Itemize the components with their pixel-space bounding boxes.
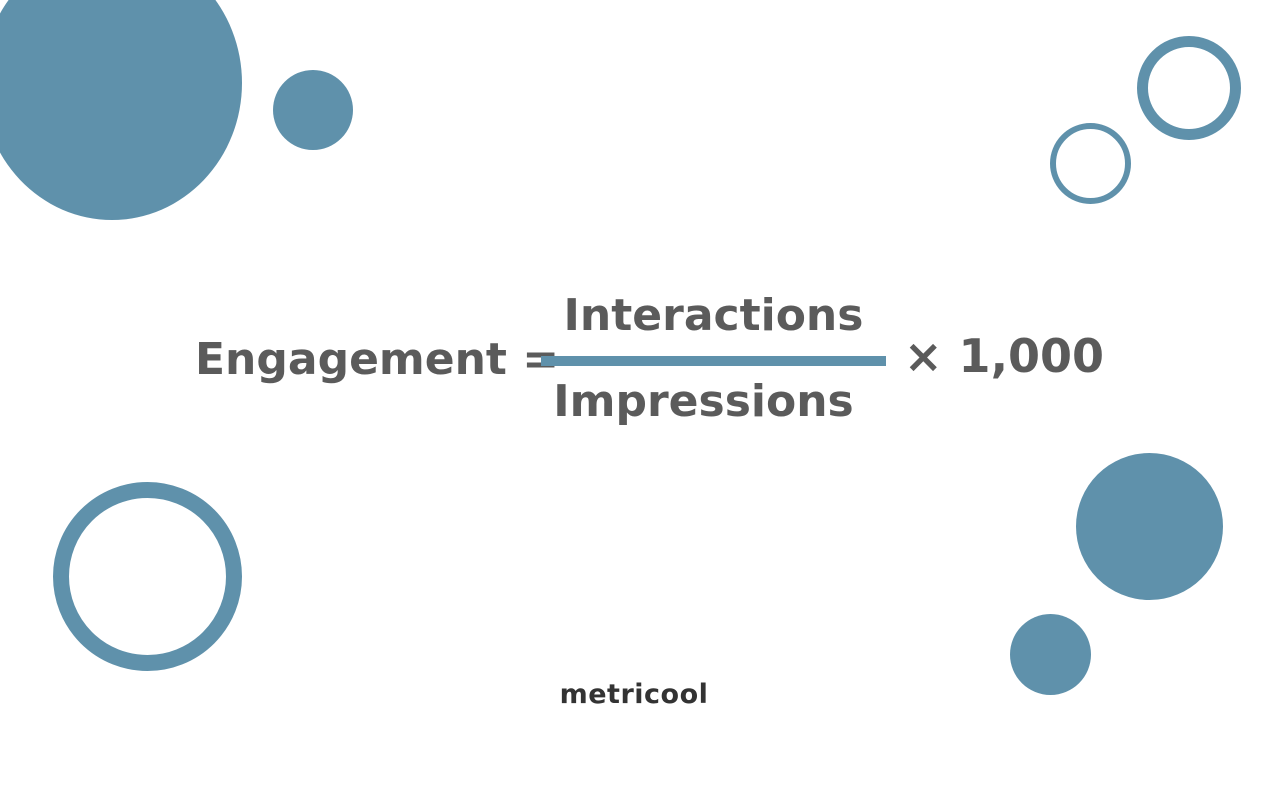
metricool-logo: metricool	[559, 679, 709, 710]
filled-circle-bottom-right-large	[1076, 453, 1223, 600]
small-filled-circle-top	[273, 70, 353, 150]
ring-circle-top-right-large	[1137, 36, 1241, 140]
formula-lhs: Engagement =	[195, 334, 560, 385]
formula-multiplier: × 1,000	[904, 329, 1105, 383]
filled-circle-bottom-right-small	[1010, 614, 1091, 695]
formula-numerator: Interactions	[563, 290, 864, 341]
ring-circle-top-right-small	[1050, 123, 1131, 204]
formula-denominator: Impressions	[553, 376, 854, 427]
fraction-bar	[541, 356, 886, 366]
